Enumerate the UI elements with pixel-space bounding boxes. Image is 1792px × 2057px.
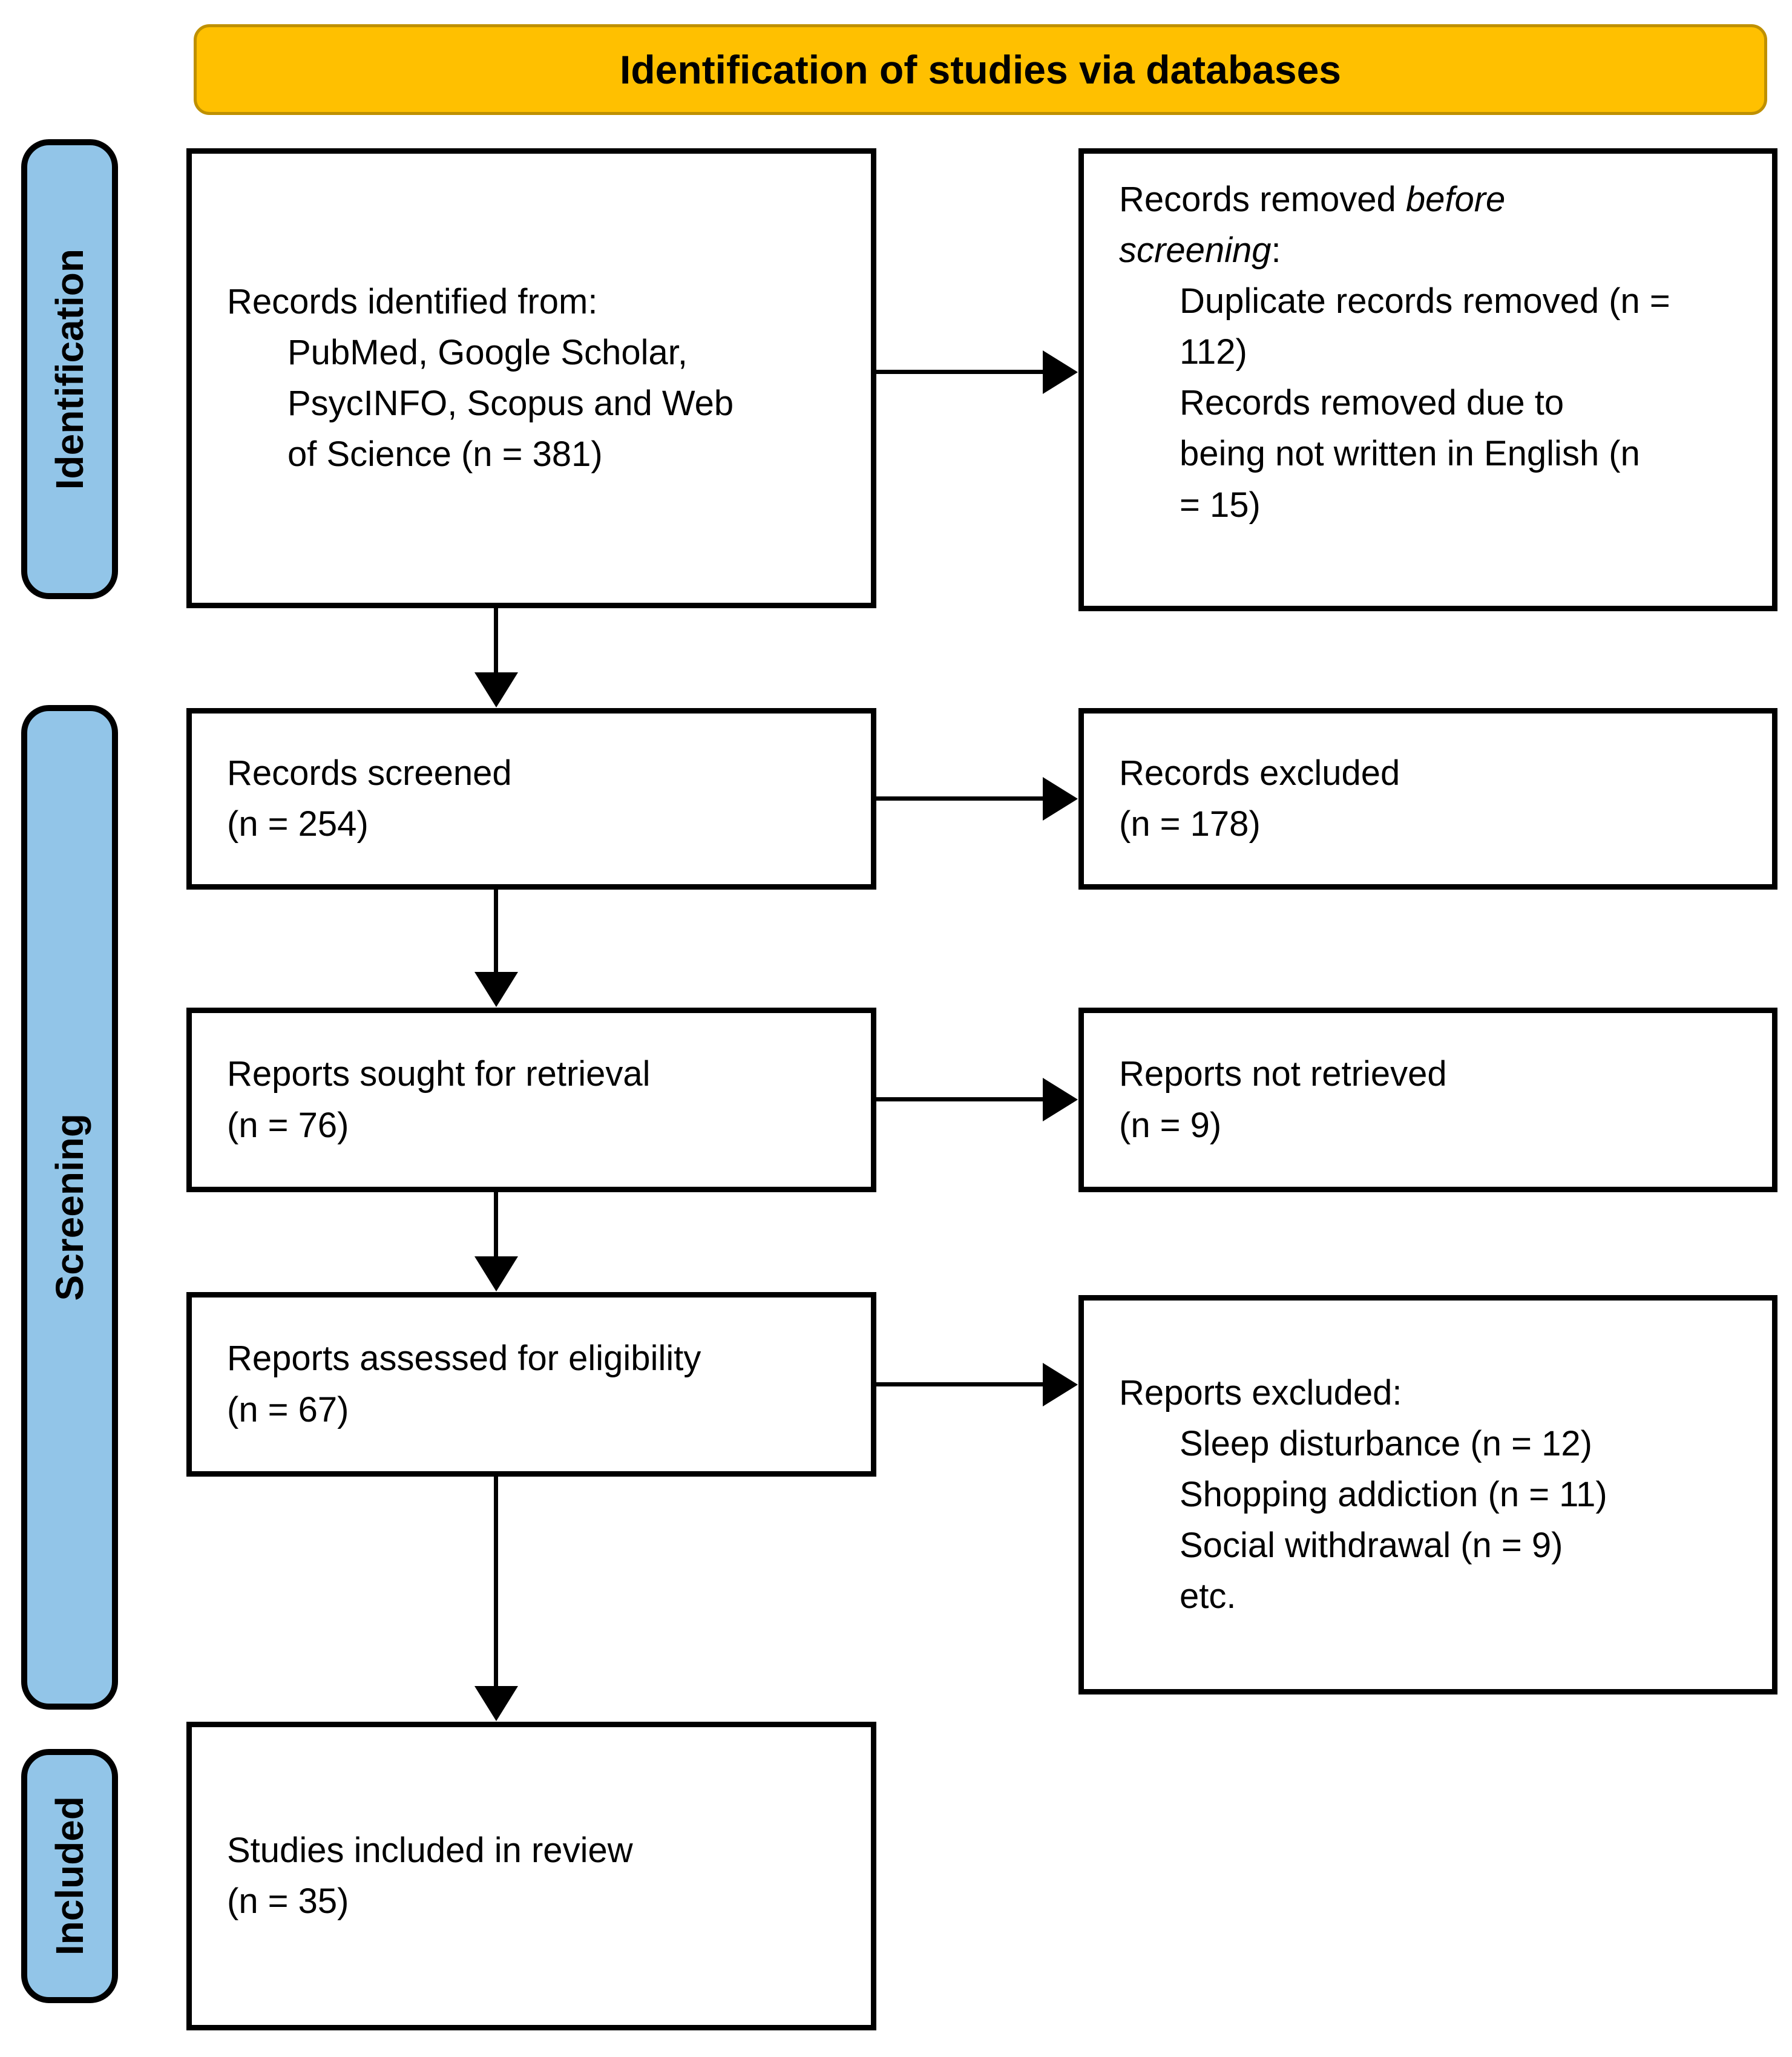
box-reports-sought-count: (n = 76) bbox=[227, 1105, 349, 1145]
stage-identification-label: Identification bbox=[48, 248, 91, 490]
box-records-identified: Records identified from: PubMed, Google … bbox=[186, 148, 876, 608]
arrow-identified-to-screened bbox=[494, 608, 498, 673]
box-studies-included: Studies included in review (n = 35) bbox=[186, 1722, 876, 2030]
diagram-title-banner: Identification of studies via databases bbox=[194, 24, 1767, 115]
arrow-assessed-to-reports-excluded bbox=[876, 1382, 1043, 1386]
box-reports-excluded-item-sleep: Sleep disturbance (n = 12) bbox=[1180, 1423, 1592, 1463]
box-records-removed-title-prefix: Records removed bbox=[1119, 180, 1406, 219]
box-records-removed: Records removed before screening: Duplic… bbox=[1078, 148, 1777, 611]
box-reports-assessed-count: (n = 67) bbox=[227, 1389, 349, 1429]
box-studies-included-count: (n = 35) bbox=[227, 1881, 349, 1921]
box-records-removed-title-suffix: : bbox=[1271, 231, 1281, 271]
box-records-removed-title: Records removed before screening: bbox=[1119, 174, 1748, 276]
box-records-excluded-count: (n = 178) bbox=[1119, 804, 1261, 844]
box-reports-sought: Reports sought for retrieval (n = 76) bbox=[186, 1008, 876, 1192]
box-records-excluded-title: Records excluded bbox=[1119, 753, 1400, 793]
box-records-removed-item-language: Records removed due to being not written… bbox=[1180, 383, 1640, 525]
box-records-screened: Records screened (n = 254) bbox=[186, 708, 876, 890]
stage-screening-label: Screening bbox=[48, 1114, 91, 1301]
box-records-screened-count: (n = 254) bbox=[227, 804, 369, 844]
box-reports-not-retrieved-count: (n = 9) bbox=[1119, 1105, 1222, 1145]
arrow-sought-to-not-retrieved bbox=[876, 1097, 1043, 1101]
arrow-assessed-to-included bbox=[494, 1477, 498, 1687]
box-records-excluded: Records excluded (n = 178) bbox=[1078, 708, 1777, 890]
stage-included-label: Included bbox=[48, 1796, 91, 1956]
box-records-screened-title: Records screened bbox=[227, 753, 512, 793]
box-records-removed-item-duplicates: Duplicate records removed (n = 112) bbox=[1180, 281, 1670, 372]
box-reports-excluded-item-social: Social withdrawal (n = 9) bbox=[1180, 1526, 1563, 1566]
box-reports-not-retrieved-title: Reports not retrieved bbox=[1119, 1054, 1447, 1094]
box-reports-excluded-item-etc: etc. bbox=[1180, 1576, 1236, 1616]
box-records-removed-title-italic: before screening bbox=[1119, 180, 1506, 271]
box-records-identified-title: Records identified from: bbox=[227, 281, 598, 321]
box-records-identified-detail: PubMed, Google Scholar, PsycINFO, Scopus… bbox=[287, 332, 734, 474]
box-reports-not-retrieved: Reports not retrieved (n = 9) bbox=[1078, 1008, 1777, 1192]
stage-identification: Identification bbox=[21, 139, 118, 599]
box-studies-included-title: Studies included in review bbox=[227, 1830, 633, 1870]
arrow-sought-to-assessed bbox=[494, 1192, 498, 1257]
stage-included: Included bbox=[21, 1749, 118, 2003]
box-reports-excluded-title: Reports excluded: bbox=[1119, 1373, 1402, 1412]
box-reports-sought-title: Reports sought for retrieval bbox=[227, 1054, 651, 1094]
arrow-screened-to-sought bbox=[494, 890, 498, 973]
box-reports-excluded-item-shopping: Shopping addiction (n = 11) bbox=[1180, 1474, 1607, 1514]
arrow-identified-to-removed bbox=[876, 370, 1043, 374]
diagram-title: Identification of studies via databases bbox=[620, 47, 1341, 92]
arrow-screened-to-excluded bbox=[876, 796, 1043, 801]
box-reports-excluded: Reports excluded: Sleep disturbance (n =… bbox=[1078, 1295, 1777, 1694]
box-reports-assessed: Reports assessed for eligibility (n = 67… bbox=[186, 1292, 876, 1477]
stage-screening: Screening bbox=[21, 705, 118, 1710]
box-reports-assessed-title: Reports assessed for eligibility bbox=[227, 1339, 701, 1379]
